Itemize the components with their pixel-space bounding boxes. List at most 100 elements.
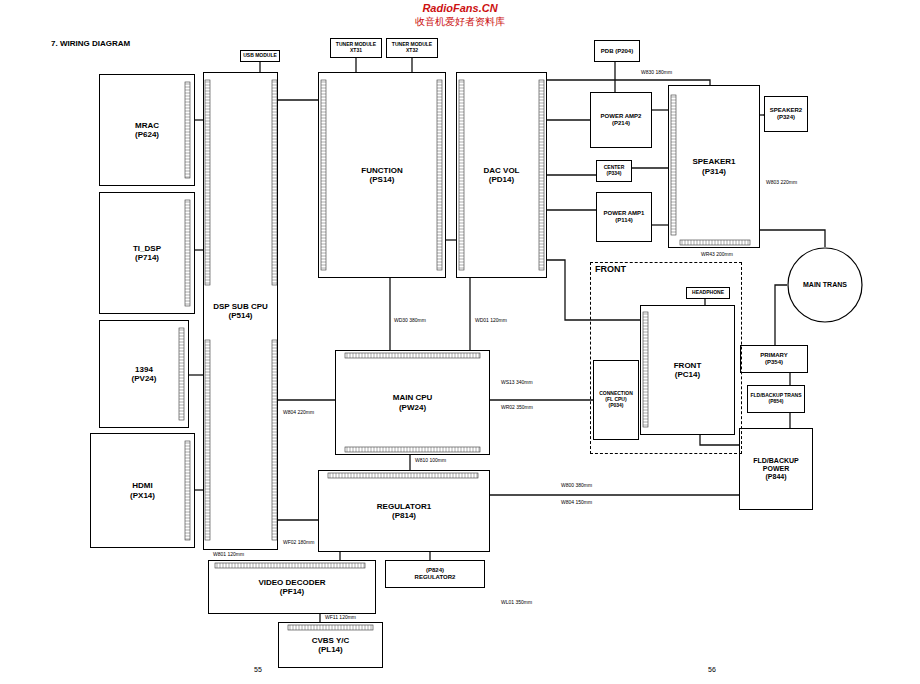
pin-tick <box>321 181 326 182</box>
board-region: FRONTHEADPHONECONNECTION (FL CPU)(P034)F… <box>590 262 742 454</box>
pin-tick <box>205 369 210 370</box>
pin-tick <box>724 240 725 245</box>
pin-header <box>185 200 190 306</box>
pin-tick <box>539 121 544 122</box>
pin-tick <box>268 563 269 568</box>
part-number: (P334) <box>606 171 621 177</box>
pin-tick <box>459 256 464 257</box>
pin-tick <box>459 169 464 170</box>
pin-tick <box>272 417 277 418</box>
pin-tick <box>353 447 354 452</box>
pin-tick <box>321 115 326 116</box>
wire-harness <box>490 494 739 495</box>
pin-tick <box>272 103 277 104</box>
wire-label: W830 180mm <box>640 70 673 76</box>
pin-tick <box>205 133 210 134</box>
pin-tick <box>362 353 363 358</box>
box-title: FRONT <box>674 361 702 370</box>
wire-harness <box>789 373 790 385</box>
pin-tick <box>185 458 190 459</box>
pin-tick <box>321 154 326 155</box>
pin-tick <box>205 492 210 493</box>
pin-tick <box>428 447 429 452</box>
pin-tick <box>459 178 464 179</box>
wire-harness <box>189 374 203 375</box>
pin-tick <box>459 100 464 101</box>
pin-tick <box>643 419 648 420</box>
pin-tick <box>205 166 210 167</box>
pin-tick <box>205 262 210 263</box>
pin-tick <box>643 362 648 363</box>
pin-tick <box>459 214 464 215</box>
pin-tick <box>444 473 445 478</box>
pin-tick <box>437 103 442 104</box>
part-number: (P354) <box>765 359 783 366</box>
pin-tick <box>455 353 456 358</box>
pin-tick <box>671 226 676 227</box>
part-number: XT32 <box>406 48 418 54</box>
connector-pins <box>179 328 184 420</box>
part-number: (PD14) <box>489 175 514 184</box>
pin-tick <box>393 473 394 478</box>
pin-tick <box>185 214 190 215</box>
pin-tick <box>364 563 365 568</box>
pin-tick <box>205 519 210 520</box>
pin-tick <box>437 202 442 203</box>
pin-tick <box>539 148 544 149</box>
pin-tick <box>459 97 464 98</box>
pin-tick <box>205 447 210 448</box>
pin-tick <box>272 208 277 209</box>
pin-tick <box>671 124 676 125</box>
pin-tick <box>459 244 464 245</box>
pin-tick <box>437 247 442 248</box>
pin-tick <box>437 262 442 263</box>
pin-tick <box>459 211 464 212</box>
pin-tick <box>671 151 676 152</box>
pin-tick <box>539 196 544 197</box>
pin-tick <box>185 84 190 85</box>
pin-tick <box>386 353 387 358</box>
pin-tick <box>185 138 190 139</box>
pin-tick <box>272 151 277 152</box>
connector-pins <box>205 340 210 540</box>
pin-tick <box>437 82 442 83</box>
pin-tick <box>272 396 277 397</box>
pin-tick <box>321 142 326 143</box>
pin-tick <box>179 348 184 349</box>
pin-tick <box>277 563 278 568</box>
pin-tick <box>671 139 676 140</box>
pin-tick <box>730 240 731 245</box>
pin-tick <box>316 563 317 568</box>
pin-tick <box>185 132 190 133</box>
pin-tick <box>459 106 464 107</box>
pin-tick <box>671 106 676 107</box>
pin-tick <box>459 82 464 83</box>
pin-tick <box>671 100 676 101</box>
pin-tick <box>643 326 648 327</box>
pin-tick <box>272 109 277 110</box>
pin-tick <box>671 115 676 116</box>
connector-pins <box>671 95 676 235</box>
pin-tick <box>185 449 190 450</box>
pin-tick <box>304 563 305 568</box>
pin-tick <box>401 353 402 358</box>
pin-tick <box>272 360 277 361</box>
pin-tick <box>205 456 210 457</box>
pin-tick <box>321 211 326 212</box>
pin-tick <box>459 232 464 233</box>
pin-tick <box>185 268 190 269</box>
pin-tick <box>437 208 442 209</box>
pin-tick <box>205 399 210 400</box>
pin-tick <box>205 531 210 532</box>
pin-tick <box>671 118 676 119</box>
pin-tick <box>205 459 210 460</box>
connector-pins <box>345 447 480 452</box>
pin-tick <box>205 426 210 427</box>
pin-tick <box>437 238 442 239</box>
pin-tick <box>272 238 277 239</box>
pin-tick <box>272 432 277 433</box>
pin-tick <box>205 283 210 284</box>
pin-tick <box>437 169 442 170</box>
pin-tick <box>205 366 210 367</box>
pin-tick <box>185 226 190 227</box>
